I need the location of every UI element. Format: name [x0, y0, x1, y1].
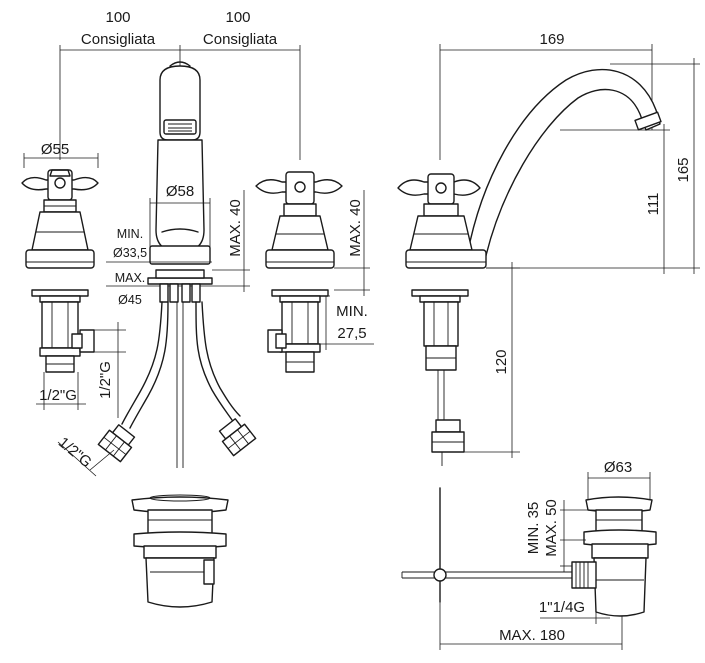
- hose-thread-label: 1/2"G: [55, 434, 95, 471]
- hole-min-value: Ø33,5: [113, 246, 147, 260]
- hose-length-label: 120: [493, 349, 510, 374]
- center-spout: Ø58 MIN. Ø33,5 MAX. Ø45 MAX. 40: [55, 61, 257, 477]
- deck-max-valve-label: MAX. 40: [347, 199, 364, 257]
- spacing-right-value: 100: [225, 9, 250, 26]
- rod-max-label: MAX. 180: [499, 627, 565, 644]
- waste-side: Ø63 MIN. 35 MAX. 50 1"1/4G: [401, 459, 657, 650]
- spout-reach-label: 169: [539, 31, 564, 48]
- right-valve: MAX. 40 MIN. 27,5: [255, 171, 374, 373]
- hole-min-label: MIN.: [117, 227, 143, 241]
- deck-min-label: MIN.: [336, 303, 368, 320]
- spout-diameter-label: Ø58: [166, 183, 194, 200]
- waste-diameter-label: Ø63: [604, 459, 632, 476]
- waste-min-label: MIN. 35: [525, 502, 542, 555]
- deck-min-value: 27,5: [337, 325, 366, 342]
- spout-height-outlet-label: 111: [645, 193, 662, 216]
- waste-thread-label: 1"1/4G: [539, 599, 585, 616]
- left-thread-horizontal-label: 1/2"G: [39, 387, 77, 404]
- spout-height-total-label: 165: [675, 157, 692, 182]
- waste-max-label: MAX. 50: [543, 499, 560, 557]
- spacing-dimensions: 100 Consigliata 100 Consigliata: [59, 9, 301, 160]
- spacing-right-note: Consigliata: [203, 31, 278, 48]
- left-thread-vertical-label: 1/2"G: [97, 361, 114, 399]
- spacing-left-value: 100: [105, 9, 130, 26]
- handle-diameter-label: Ø55: [41, 141, 69, 158]
- hole-max-value: Ø45: [118, 293, 142, 307]
- spacing-left-note: Consigliata: [81, 31, 156, 48]
- waste-front: [131, 494, 229, 608]
- deck-max-spout-label: MAX. 40: [227, 199, 244, 257]
- hole-max-label: MAX.: [115, 271, 146, 285]
- side-view: 169 120 111: [397, 31, 700, 466]
- left-valve: Ø55 1/2"G 1/2"G: [21, 141, 126, 418]
